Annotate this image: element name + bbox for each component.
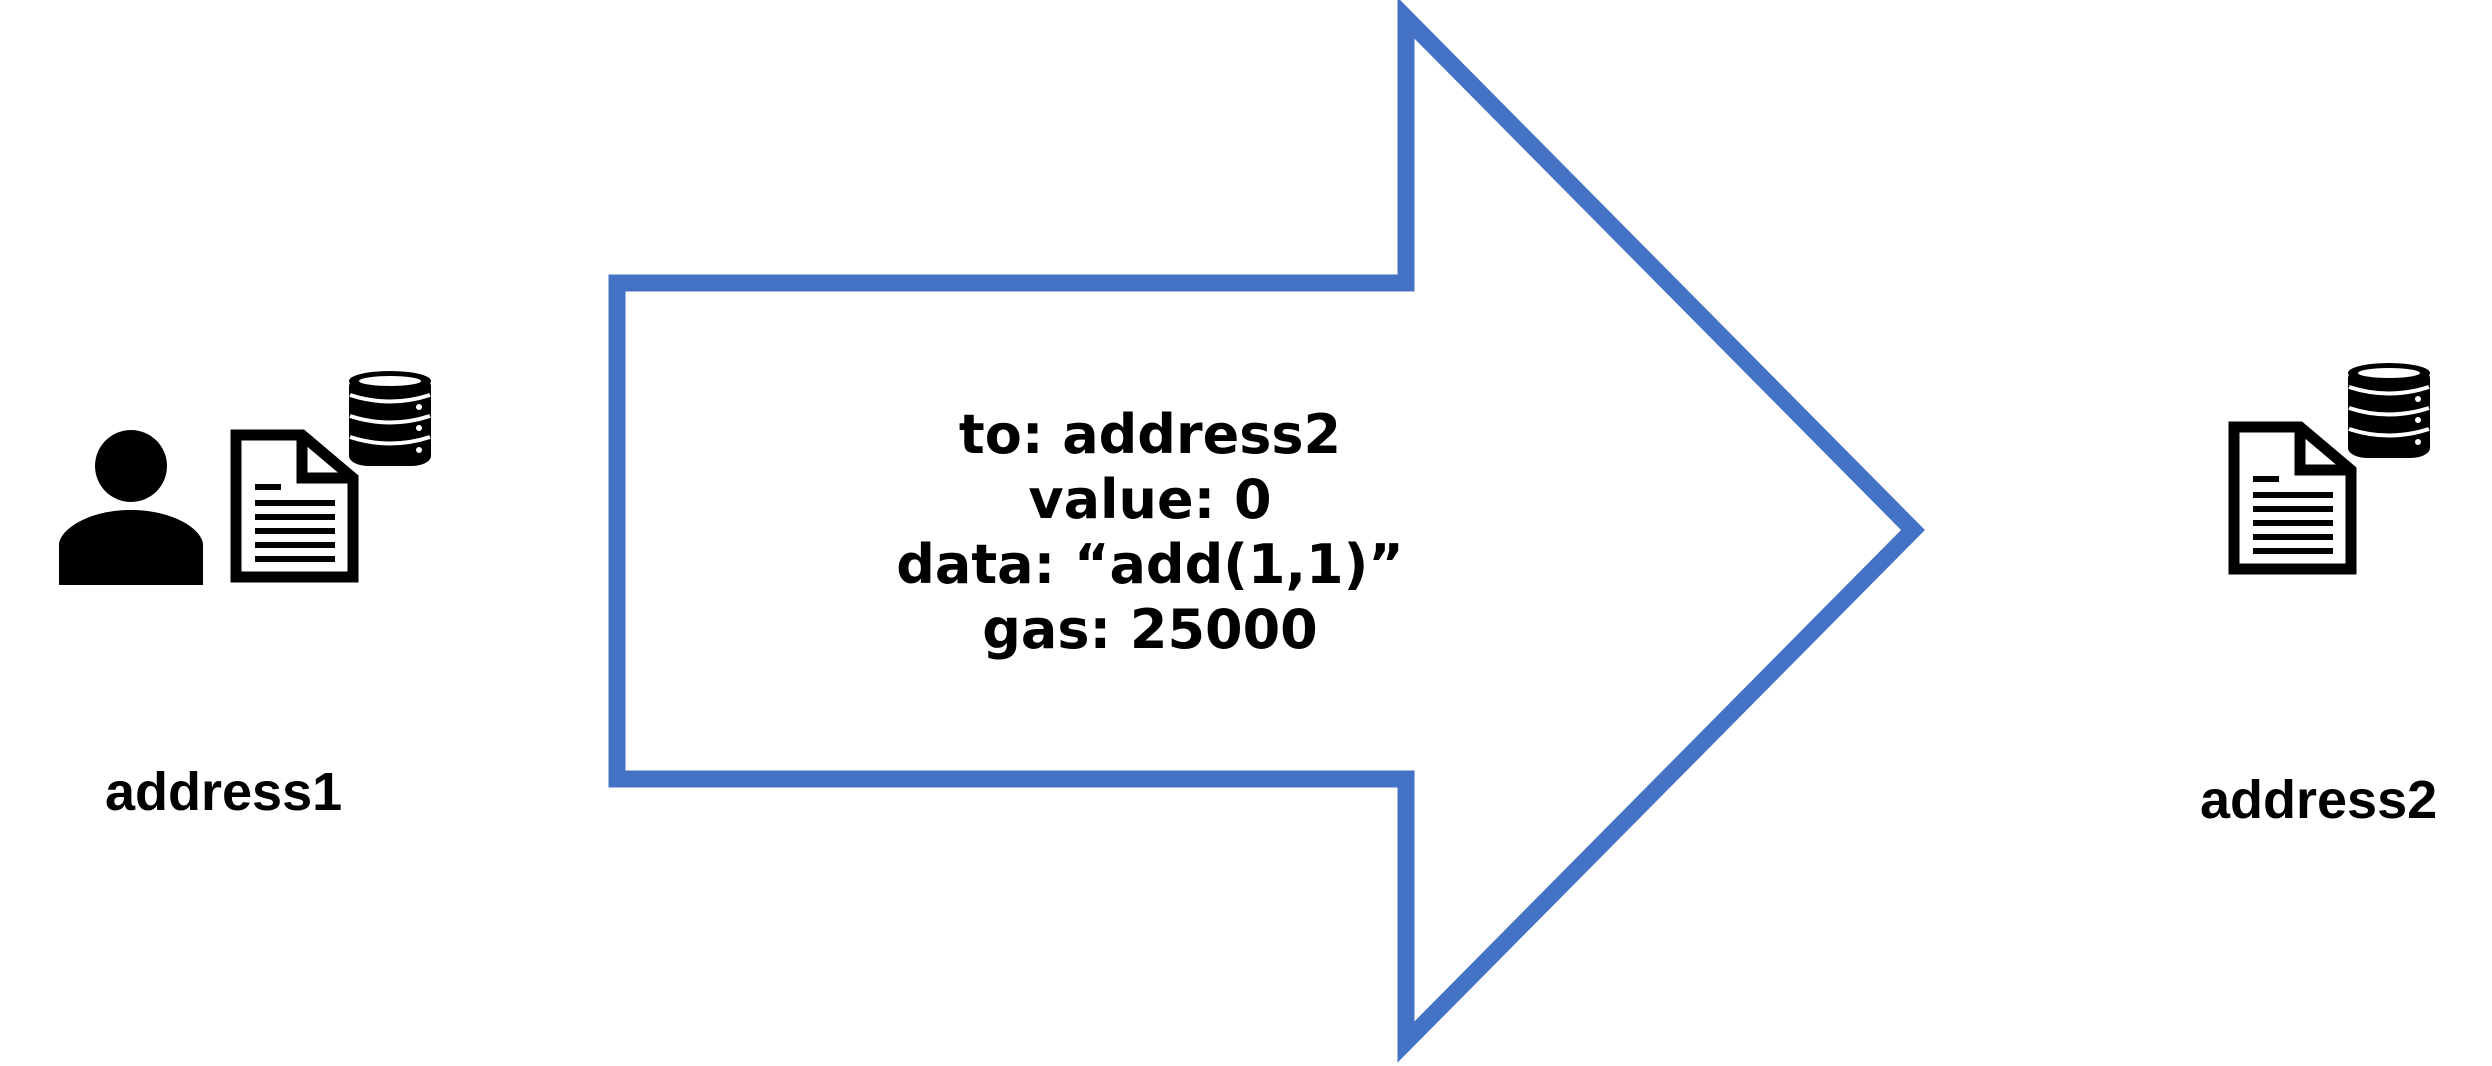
- tx-to: to: address2: [958, 403, 1342, 466]
- document-icon: [230, 429, 359, 583]
- database-icon: [349, 371, 431, 466]
- transaction-arrow: [608, 0, 1925, 1063]
- receiver-address-label: address2: [2200, 770, 2438, 830]
- document-icon: [2228, 421, 2357, 575]
- tx-data: data: “add(1,1)”: [896, 533, 1404, 596]
- tx-value: value: 0: [1028, 468, 1272, 531]
- tx-gas: gas: 25000: [982, 598, 1318, 661]
- database-icon: [2348, 363, 2430, 458]
- user-icon: [59, 430, 203, 585]
- transaction-details: to: address2 value: 0 data: “add(1,1)” g…: [800, 402, 1500, 662]
- sender-address-label: address1: [105, 762, 343, 822]
